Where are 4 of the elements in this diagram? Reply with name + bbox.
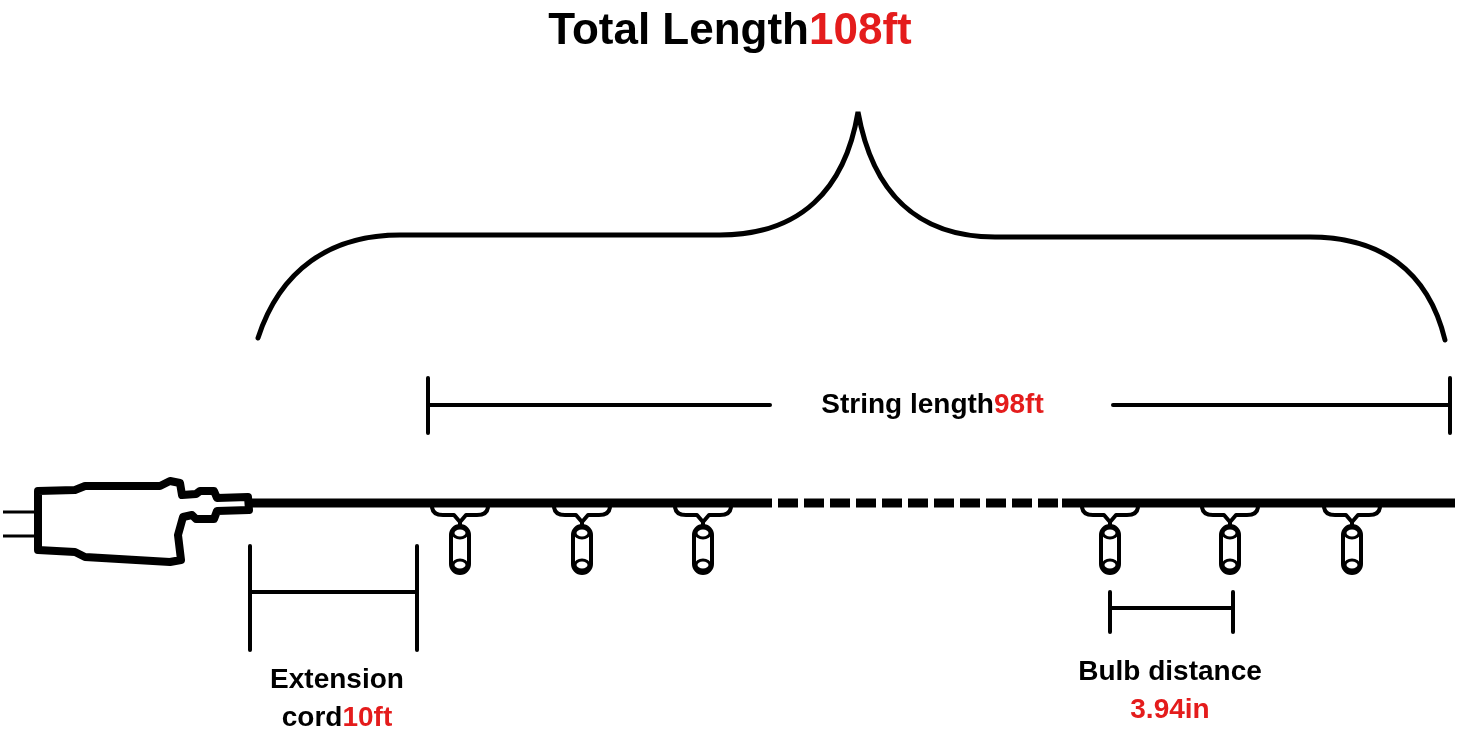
dimension-label: String length98ft [821,387,1044,421]
dimension-label: Extension cord10ft [269,662,405,734]
title: Total Length108ft [548,4,912,54]
dimension-label: Bulb distance 3.94in [1077,654,1263,726]
